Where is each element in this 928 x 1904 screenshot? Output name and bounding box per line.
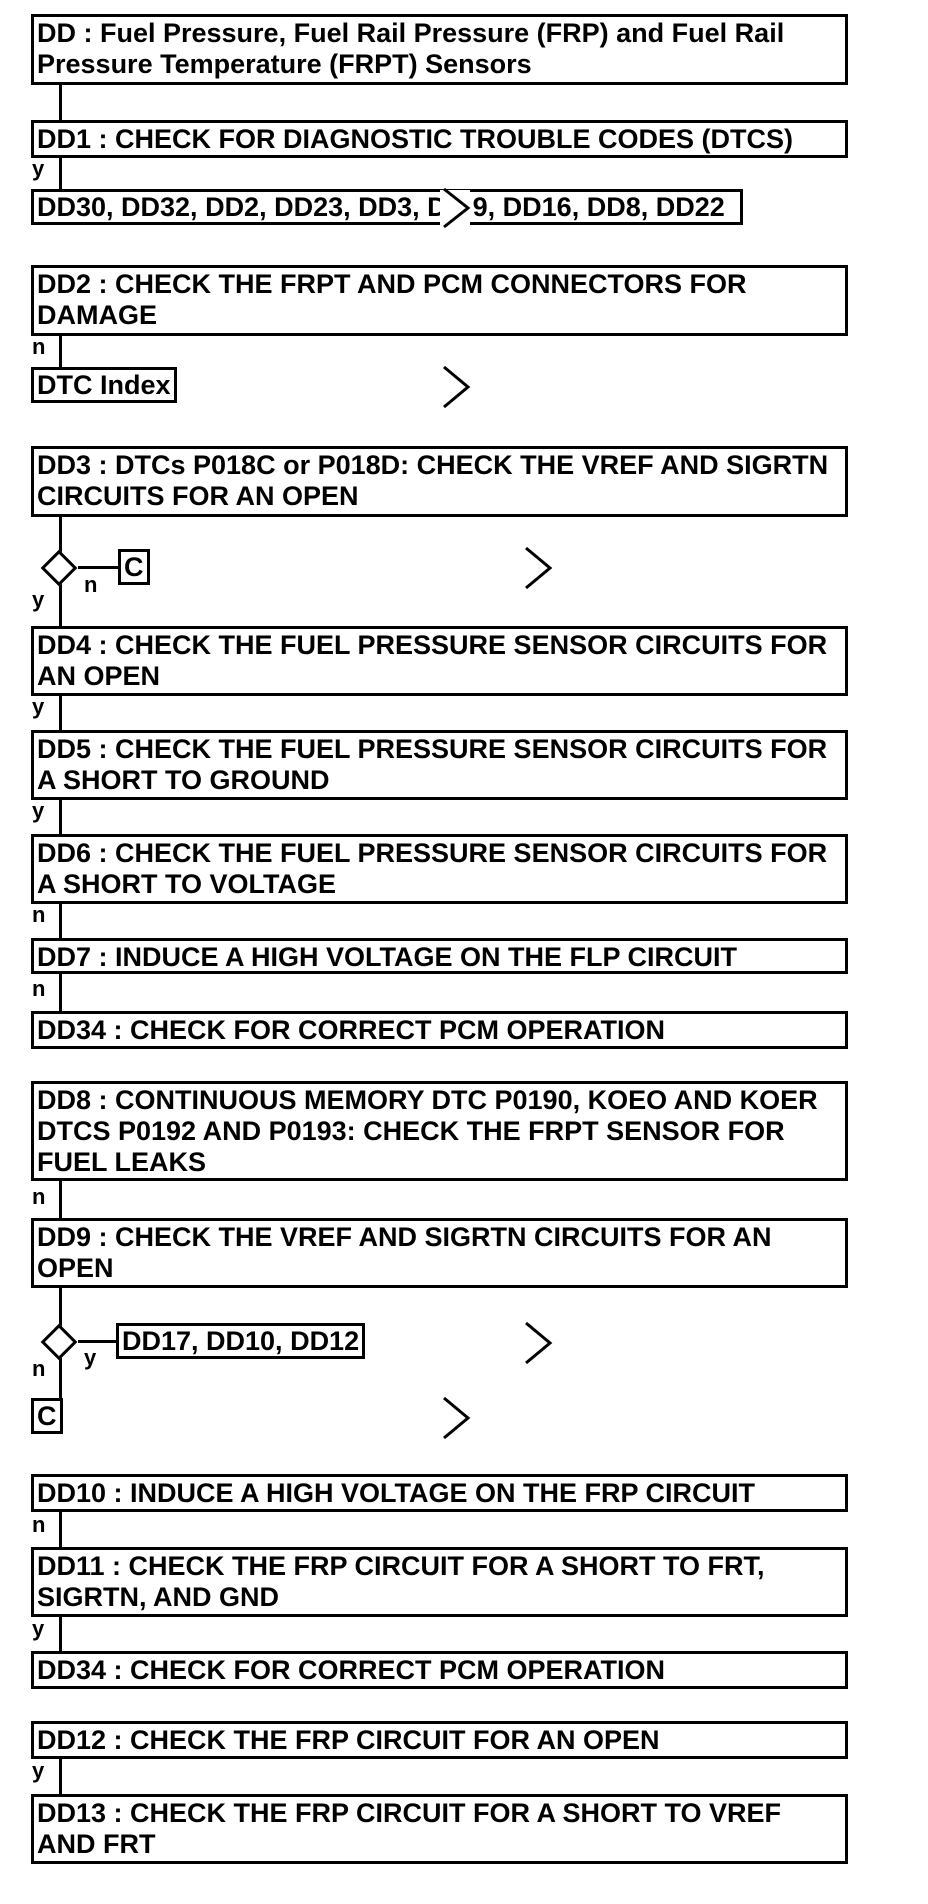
step-dd11[interactable]: DD11 : CHECK THE FRP CIRCUIT FOR A SHORT… bbox=[31, 1547, 848, 1617]
step-dd13[interactable]: DD13 : CHECK THE FRP CIRCUIT FOR A SHORT… bbox=[31, 1794, 848, 1864]
step-dd12[interactable]: DD12 : CHECK THE FRP CIRCUIT FOR AN OPEN bbox=[31, 1721, 848, 1759]
step-dd6-label: DD6 : CHECK THE FUEL PRESSURE SENSOR CIR… bbox=[37, 838, 828, 899]
step-dd3-label: DD3 : DTCs P018C or P018D: CHECK THE VRE… bbox=[37, 450, 829, 511]
branch-label-yes: y bbox=[32, 694, 45, 719]
step-dd12-label: DD12 : CHECK THE FRP CIRCUIT FOR AN OPEN bbox=[37, 1725, 660, 1755]
step-dd10-label: DD10 : INDUCE A HIGH VOLTAGE ON THE FRP … bbox=[37, 1478, 756, 1508]
branch-label-no: n bbox=[84, 572, 98, 597]
connector-line bbox=[59, 800, 62, 835]
step-dd5-label: DD5 : CHECK THE FUEL PRESSURE SENSOR CIR… bbox=[37, 734, 828, 795]
step-dd34[interactable]: DD34 : CHECK FOR CORRECT PCM OPERATION bbox=[31, 1011, 848, 1049]
connector-line bbox=[59, 336, 62, 368]
branch-label-yes: y bbox=[32, 1758, 45, 1783]
step-dd9[interactable]: DD9 : CHECK THE VREF AND SIGRTN CIRCUITS… bbox=[31, 1218, 848, 1288]
dd1-target-list[interactable]: DD30, DD32, DD2, DD23, DD3, D 9, DD16, DD… bbox=[31, 189, 743, 225]
connector-line bbox=[78, 1340, 118, 1343]
branch-label-no: n bbox=[32, 902, 46, 927]
branch-label-no: n bbox=[32, 334, 46, 359]
connector-line bbox=[59, 696, 62, 731]
connector-line bbox=[59, 1759, 62, 1795]
branch-label-yes: y bbox=[84, 1345, 97, 1370]
step-dd13-label: DD13 : CHECK THE FRP CIRCUIT FOR A SHORT… bbox=[37, 1798, 782, 1859]
dd9-target-c[interactable]: C bbox=[31, 1398, 63, 1434]
step-dd34[interactable]: DD34 : CHECK FOR CORRECT PCM OPERATION bbox=[31, 1651, 848, 1689]
step-dd7-label: DD7 : INDUCE A HIGH VOLTAGE ON THE FLP C… bbox=[37, 942, 738, 972]
step-dd34-label: DD34 : CHECK FOR CORRECT PCM OPERATION bbox=[37, 1655, 666, 1685]
chevron-right-icon[interactable] bbox=[440, 1395, 474, 1441]
step-dd11-label: DD11 : CHECK THE FRP CIRCUIT FOR A SHORT… bbox=[37, 1551, 765, 1612]
chevron-right-icon[interactable] bbox=[522, 1320, 556, 1366]
step-dd8[interactable]: DD8 : CONTINUOUS MEMORY DTC P0190, KOEO … bbox=[31, 1081, 848, 1181]
connector-line bbox=[78, 566, 121, 569]
flowchart-title-box: DD : Fuel Pressure, Fuel Rail Pressure (… bbox=[31, 14, 848, 85]
branch-label-yes: y bbox=[32, 156, 45, 181]
connector-line bbox=[59, 904, 62, 939]
decision-diamond bbox=[40, 549, 78, 587]
step-dd34-label: DD34 : CHECK FOR CORRECT PCM OPERATION bbox=[37, 1015, 666, 1045]
step-dd2-label: DD2 : CHECK THE FRPT AND PCM CONNECTORS … bbox=[37, 269, 747, 330]
dd1-target-list-right: 9, DD16, DD8, DD22 bbox=[472, 192, 725, 222]
connector-line bbox=[59, 1181, 62, 1219]
decision-diamond bbox=[40, 1323, 78, 1361]
step-dd8-label: DD8 : CONTINUOUS MEMORY DTC P0190, KOEO … bbox=[37, 1085, 818, 1177]
step-dd7[interactable]: DD7 : INDUCE A HIGH VOLTAGE ON THE FLP C… bbox=[31, 938, 848, 974]
dd9-target-list[interactable]: DD17, DD10, DD12 bbox=[116, 1323, 366, 1359]
dd2-target-dtc-index[interactable]: DTC Index bbox=[31, 367, 177, 403]
step-dd10[interactable]: DD10 : INDUCE A HIGH VOLTAGE ON THE FRP … bbox=[31, 1474, 848, 1512]
step-dd9-label: DD9 : CHECK THE VREF AND SIGRTN CIRCUITS… bbox=[37, 1222, 772, 1283]
step-dd4-label: DD4 : CHECK THE FUEL PRESSURE SENSOR CIR… bbox=[37, 630, 828, 691]
step-dd3[interactable]: DD3 : DTCs P018C or P018D: CHECK THE VRE… bbox=[31, 446, 848, 517]
step-dd2[interactable]: DD2 : CHECK THE FRPT AND PCM CONNECTORS … bbox=[31, 265, 848, 336]
chevron-right-icon[interactable] bbox=[522, 545, 556, 591]
dd3-target-c[interactable]: C bbox=[118, 549, 150, 585]
connector-line bbox=[59, 974, 62, 1012]
chevron-right-icon[interactable] bbox=[440, 186, 474, 230]
branch-label-yes: y bbox=[32, 798, 45, 823]
branch-label-no: n bbox=[32, 1356, 46, 1381]
branch-label-yes: y bbox=[32, 1616, 45, 1641]
step-dd1-label: DD1 : CHECK FOR DIAGNOSTIC TROUBLE CODES… bbox=[37, 124, 793, 154]
connector-line bbox=[59, 158, 62, 191]
connector-line bbox=[59, 1617, 62, 1652]
step-dd5[interactable]: DD5 : CHECK THE FUEL PRESSURE SENSOR CIR… bbox=[31, 730, 848, 800]
branch-label-yes: y bbox=[32, 587, 45, 612]
step-dd1[interactable]: DD1 : CHECK FOR DIAGNOSTIC TROUBLE CODES… bbox=[31, 120, 848, 158]
branch-label-no: n bbox=[32, 1184, 46, 1209]
dd1-target-list-left: DD30, DD32, DD2, DD23, DD3, D bbox=[37, 192, 447, 222]
step-dd6[interactable]: DD6 : CHECK THE FUEL PRESSURE SENSOR CIR… bbox=[31, 834, 848, 904]
connector-line bbox=[59, 85, 62, 121]
branch-label-no: n bbox=[32, 976, 46, 1001]
chevron-right-icon[interactable] bbox=[440, 364, 474, 410]
connector-line bbox=[59, 1512, 62, 1548]
branch-label-no: n bbox=[32, 1512, 46, 1537]
step-dd4[interactable]: DD4 : CHECK THE FUEL PRESSURE SENSOR CIR… bbox=[31, 626, 848, 696]
flowchart-title: DD : Fuel Pressure, Fuel Rail Pressure (… bbox=[37, 18, 785, 79]
